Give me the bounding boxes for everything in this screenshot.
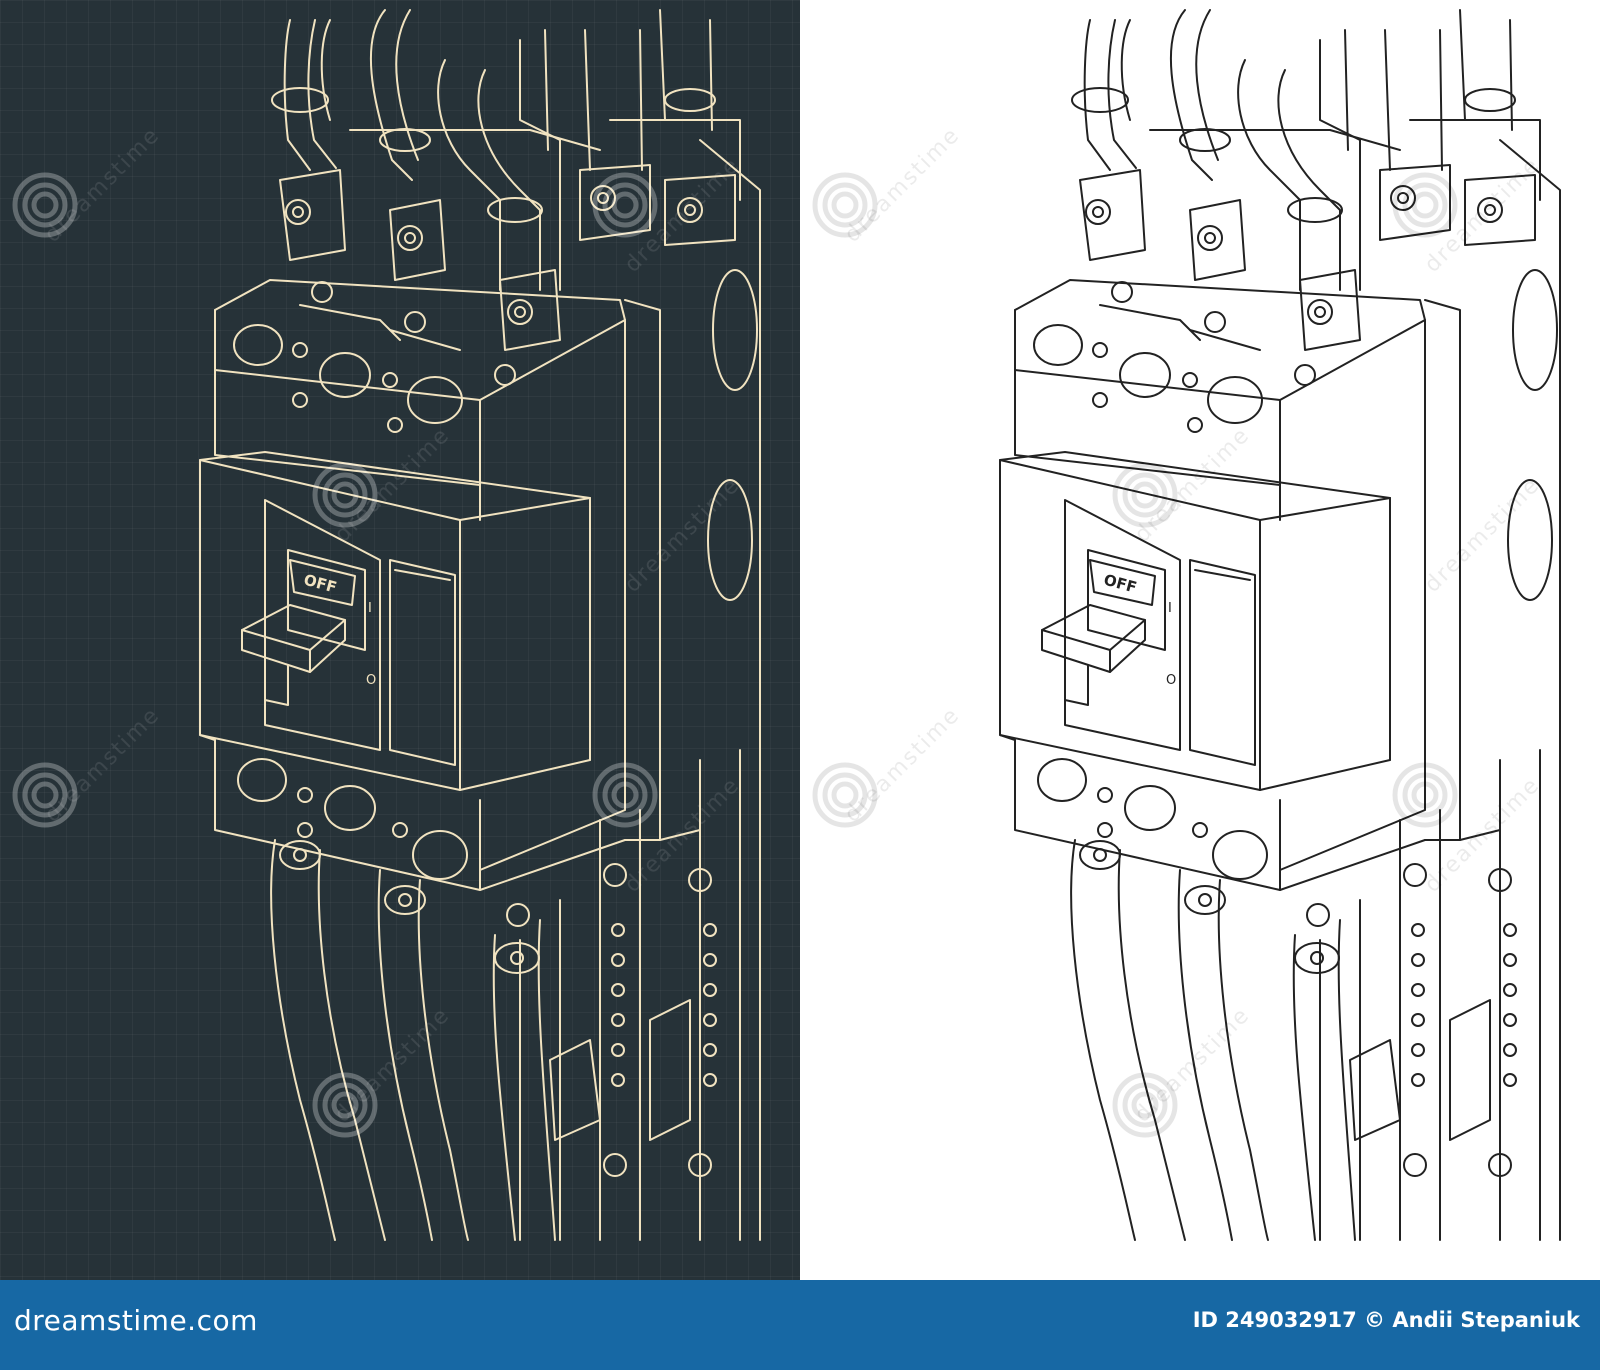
blueprint-panel-dark: OFF I O dreamstimedreamstimedreamstimedr… xyxy=(0,0,800,1280)
spiral-logo-icon xyxy=(312,1072,378,1138)
top-cables xyxy=(271,9,741,291)
grid-background xyxy=(0,0,800,1280)
off-indicator-symbol: O xyxy=(366,673,376,688)
off-label: OFF xyxy=(1102,571,1139,597)
terminal-nuts-top xyxy=(1079,164,1536,386)
off-label: OFF xyxy=(302,571,339,597)
bottom-cables xyxy=(270,839,556,1241)
spiral-logo-icon xyxy=(1392,172,1458,238)
circuit-breaker-drawing-dark: OFF I O xyxy=(199,9,761,1241)
breaker-body xyxy=(199,279,661,891)
toggle-switch[interactable] xyxy=(1041,549,1166,706)
terminal-nuts-top xyxy=(279,164,736,386)
spiral-logo-icon xyxy=(1112,1072,1178,1138)
image-credit: ID 249032917 © Andii Stepaniuk xyxy=(1192,1308,1580,1332)
circuit-breaker-drawing-light: OFF I O xyxy=(999,9,1561,1241)
rail-bolts xyxy=(506,863,717,1177)
toggle-label: OFF xyxy=(1102,571,1139,597)
toggle-switch[interactable] xyxy=(241,549,366,706)
spiral-logo-icon xyxy=(12,762,78,828)
off-indicator-symbol: O xyxy=(1166,673,1176,688)
cabinet-rails xyxy=(1319,139,1561,1241)
spiral-logo-icon xyxy=(1112,462,1178,528)
bottom-cables xyxy=(1070,839,1356,1241)
spiral-logo-icon xyxy=(592,172,658,238)
cabinet-rails xyxy=(519,139,761,1241)
spiral-logo-icon xyxy=(12,172,78,238)
top-cables xyxy=(1071,9,1541,291)
rail-bolts xyxy=(1306,863,1517,1177)
on-indicator-symbol: I xyxy=(368,601,372,616)
toggle-label: OFF xyxy=(302,571,339,597)
footer-bar: dreamstime.com ID 249032917 © Andii Step… xyxy=(0,1280,1600,1370)
spiral-logo-icon xyxy=(812,762,878,828)
brand-logo-text[interactable]: dreamstime.com xyxy=(14,1304,258,1337)
spiral-logo-icon xyxy=(592,762,658,828)
breaker-body xyxy=(999,279,1461,891)
spiral-logo-icon xyxy=(312,462,378,528)
spiral-logo-icon xyxy=(1392,762,1458,828)
on-indicator-symbol: I xyxy=(1168,601,1172,616)
spiral-logo-icon xyxy=(812,172,878,238)
